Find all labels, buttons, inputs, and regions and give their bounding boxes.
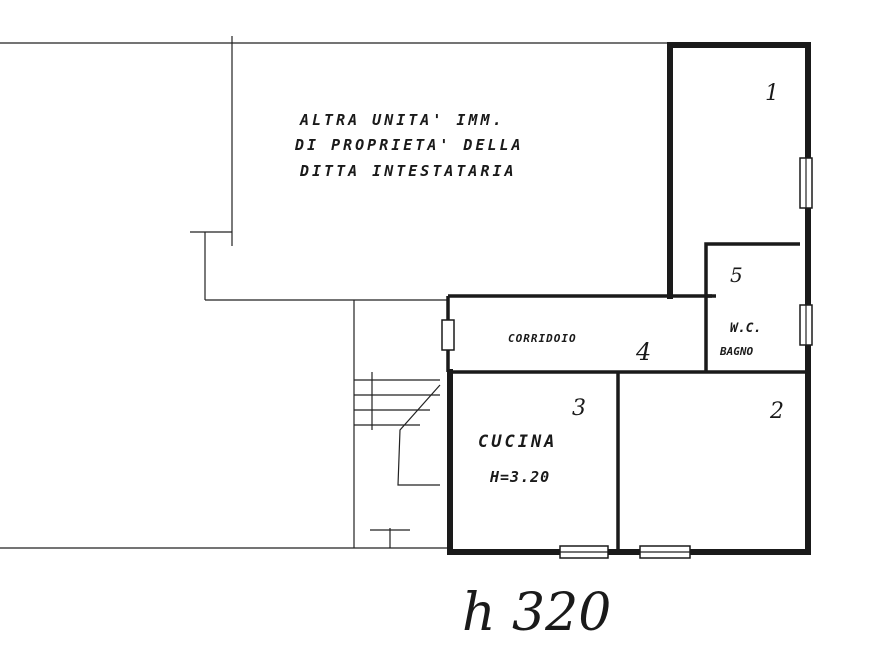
property-boundary [0, 36, 670, 549]
unit-walls [441, 42, 813, 559]
corridor-number: 4 [635, 338, 651, 366]
kitchen-label: CUCINA [478, 432, 557, 452]
note-line-2: DI PROPRIETA' DELLA [294, 136, 524, 154]
note-line-3: DITTA INTESTATARIA [299, 162, 517, 180]
corridor-label: CORRIDOIO [508, 332, 577, 345]
bath-label-bagno: BAGNO [719, 345, 753, 358]
room-3-number: 3 [572, 396, 586, 421]
bath-label-wc: W.C. [730, 321, 761, 336]
room-2-number: 2 [769, 399, 784, 424]
room-1-number: 1 [765, 81, 779, 106]
kitchen-height: H=3.20 [489, 468, 550, 486]
staircase [354, 372, 441, 548]
note-line-1: ALTRA UNITA' IMM. [299, 111, 505, 129]
other-unit-note: ALTRA UNITA' IMM. DI PROPRIETA' DELLA DI… [294, 111, 524, 180]
height-note: h 320 [462, 583, 611, 643]
bath-number: 5 [730, 263, 743, 287]
